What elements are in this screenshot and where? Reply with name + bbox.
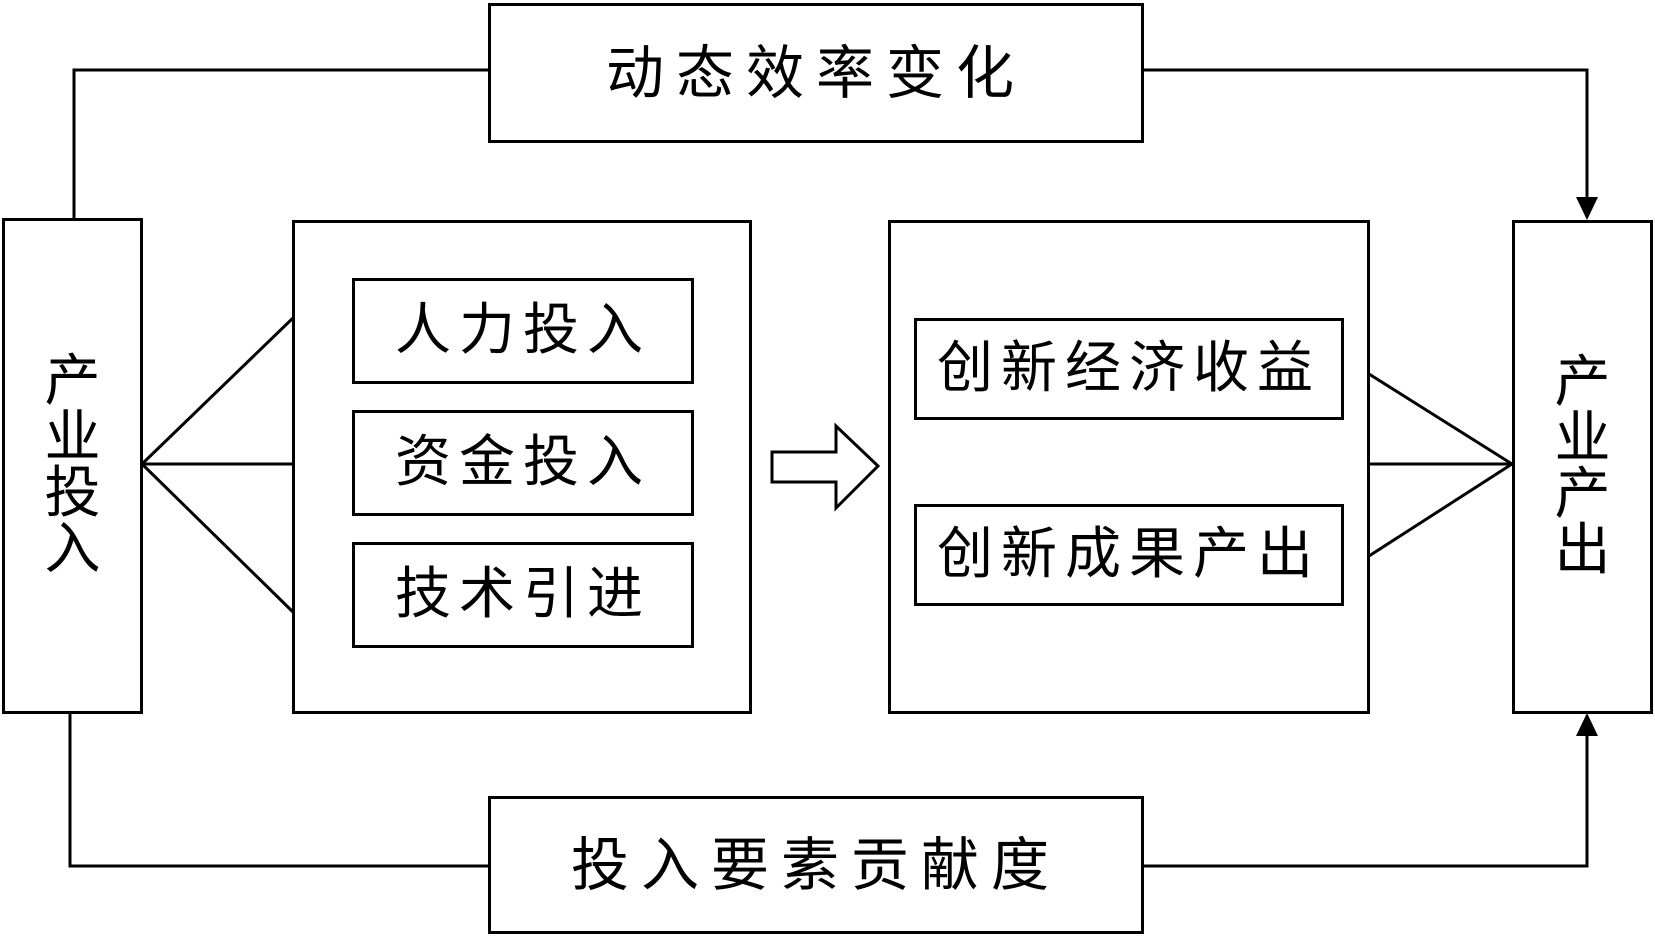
fan-line-right-bottom [1368, 462, 1513, 558]
output-item: 创新经济收益 [914, 318, 1344, 420]
arrowhead-down-to-industry-output [1576, 197, 1598, 220]
industry-output-label: 产业产出 [1554, 350, 1611, 583]
top-loop-connector [72, 68, 488, 218]
input-item: 技术引进 [352, 542, 694, 648]
arrowhead-up-to-industry-output [1576, 713, 1598, 736]
input-item-label: 技术引进 [395, 562, 651, 627]
industry-output-box: 产业产出 [1512, 220, 1653, 714]
industry-input-label: 产业投入 [44, 349, 101, 582]
dynamic-efficiency-change-box: 动态效率变化 [488, 3, 1144, 143]
input-item-label: 资金投入 [395, 430, 651, 495]
input-factor-contribution-label: 投入要素贡献度 [570, 831, 1061, 899]
output-group-container [888, 220, 1370, 714]
top-loop-connector-right [1142, 68, 1589, 200]
input-factor-contribution-box: 投入要素贡献度 [488, 796, 1144, 934]
fan-line-right-top [1368, 372, 1513, 466]
output-item-label: 创新成果产出 [937, 522, 1321, 587]
bottom-loop-connector [68, 712, 488, 868]
fan-line-left-bottom [140, 462, 295, 614]
dynamic-efficiency-change-label: 动态效率变化 [605, 39, 1026, 107]
fan-line-left-top [140, 316, 295, 466]
hollow-right-arrow-icon [770, 422, 881, 512]
input-item-label: 人力投入 [395, 298, 651, 363]
industry-input-box: 产业投入 [2, 218, 143, 714]
input-item: 人力投入 [352, 278, 694, 384]
bottom-loop-connector-right [1142, 733, 1589, 868]
output-item: 创新成果产出 [914, 504, 1344, 606]
input-item: 资金投入 [352, 410, 694, 516]
output-item-label: 创新经济收益 [937, 336, 1321, 401]
